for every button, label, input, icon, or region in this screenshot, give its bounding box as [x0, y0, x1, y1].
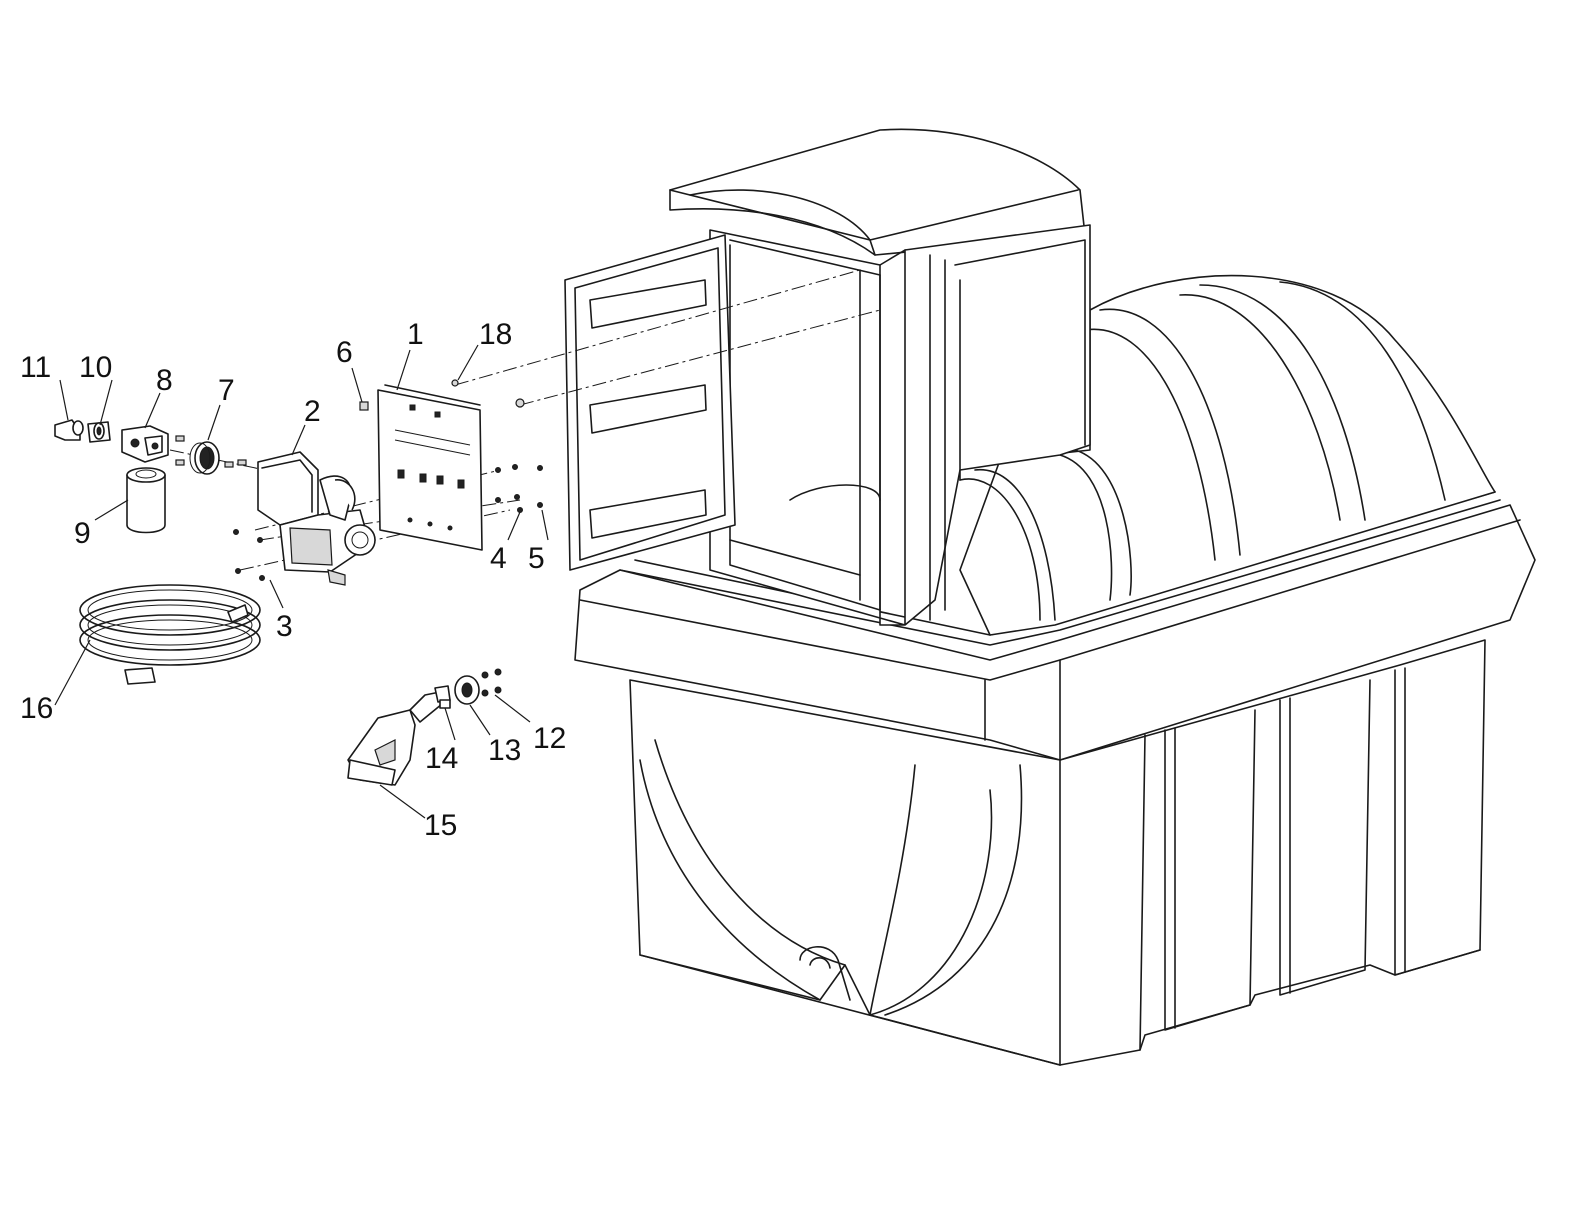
callout-11: 11 [20, 351, 51, 384]
callout-labels: 1 2 3 4 5 6 7 8 9 10 11 12 13 14 15 16 1… [20, 318, 566, 842]
part-mounting-plate [377, 384, 483, 551]
callout-8: 8 [156, 364, 173, 397]
part-hose [79, 584, 261, 685]
callout-7: 7 [218, 374, 235, 407]
callout-15: 15 [424, 809, 457, 842]
part-pump [257, 451, 376, 586]
part-holder-screws [481, 668, 502, 697]
part-filter-canister [126, 467, 166, 534]
part-strainer [175, 435, 247, 475]
callout-4: 4 [490, 542, 507, 575]
part-swivel [439, 699, 451, 709]
cabinet-door [564, 234, 736, 571]
part-nipple [87, 421, 111, 443]
callout-18: 18 [479, 318, 512, 351]
callout-14: 14 [425, 742, 458, 775]
tank-dome [959, 274, 1496, 636]
part-filter-head [121, 425, 169, 463]
part-nozzle [347, 685, 451, 786]
part-nozzle-holder [454, 675, 480, 705]
fasteners [233, 379, 543, 581]
callout-3: 3 [276, 610, 293, 643]
callout-5: 5 [528, 542, 545, 575]
dispenser-cabinet [669, 128, 1091, 626]
callout-13: 13 [488, 734, 521, 767]
callout-10: 10 [79, 351, 112, 384]
callout-6: 6 [336, 336, 353, 369]
callout-9: 9 [74, 517, 91, 550]
leader-lines [54, 344, 549, 819]
callout-12: 12 [533, 722, 566, 755]
tank-lower-body [629, 639, 1486, 1066]
part-elbow [54, 419, 84, 441]
tank [564, 128, 1536, 1066]
callout-2: 2 [304, 395, 321, 428]
callout-1: 1 [407, 318, 424, 351]
callout-16: 16 [20, 692, 53, 725]
